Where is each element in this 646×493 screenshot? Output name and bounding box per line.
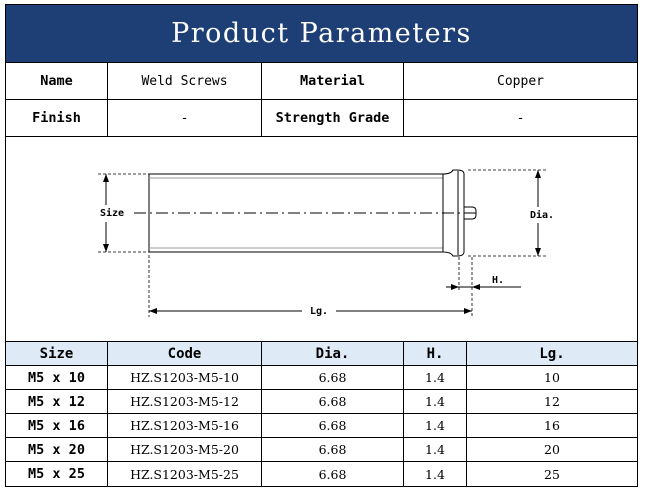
table-row-code: HZ.S1203-M5-10 (108, 366, 262, 390)
table-row-size: M5 x 20 (6, 438, 108, 462)
lg-dimension-label: Lg. (310, 306, 328, 317)
table-row-lg: 16 (467, 414, 637, 438)
table-row-lg: 10 (467, 366, 637, 390)
table-row-code: HZ.S1203-M5-12 (108, 390, 262, 414)
strength-grade-value: - (404, 100, 637, 137)
table-row-lg: 25 (544, 466, 560, 482)
name-label: Name (6, 62, 108, 100)
page-title: Product Parameters (6, 5, 637, 62)
table-row-dia: 6.68 (262, 438, 404, 462)
table-row-dia: 6.68 (262, 462, 404, 486)
table-row-h: 1.4 (404, 438, 467, 462)
dia-dimension-label: Dia. (530, 209, 554, 221)
strength-grade-label: Strength Grade (262, 100, 404, 137)
table-row-h: 1.4 (404, 462, 467, 486)
technical-drawing: Size Dia. H. Lg. (6, 137, 637, 342)
column-header-lg: Lg. (467, 342, 637, 366)
table-row-dia: 6.68 (262, 390, 404, 414)
finish-value: - (108, 100, 262, 137)
h-dimension-label: H. (492, 275, 504, 286)
name-value: Weld Screws (108, 62, 262, 100)
table-row-h: 1.4 (404, 390, 467, 414)
finish-label: Finish (6, 100, 108, 137)
table-row-dia: 6.68 (262, 414, 404, 438)
table-row-code: HZ.S1203-M5-20 (108, 438, 262, 462)
table-row-h: 1.4 (404, 414, 467, 438)
column-header-size: Size (6, 342, 108, 366)
weld-screw-diagram: Size Dia. H. Lg. (98, 169, 554, 317)
table-row-h: 1.4 (404, 366, 467, 390)
column-header-code: Code (108, 342, 262, 366)
material-value: Copper (404, 62, 637, 100)
column-header-dia: Dia. (262, 342, 404, 366)
table-row-lg: 20 (467, 438, 637, 462)
material-label: Material (262, 62, 404, 100)
table-row-code: HZ.S1203-M5-16 (108, 414, 262, 438)
table-row-size: M5 x 16 (6, 414, 108, 438)
table-row-lg: 12 (467, 390, 637, 414)
table-row-size: M5 x 10 (6, 366, 108, 390)
column-header-h: H. (404, 342, 467, 366)
table-row-size: M5 x 25 (6, 462, 108, 486)
size-dimension-label: Size (100, 207, 124, 219)
table-row-dia: 6.68 (262, 366, 404, 390)
table-row-size: M5 x 12 (6, 390, 108, 414)
table-row-code: HZ.S1203-M5-25 (108, 462, 262, 486)
product-sheet: Product Parameters Name Weld Screws Mate… (5, 4, 638, 487)
